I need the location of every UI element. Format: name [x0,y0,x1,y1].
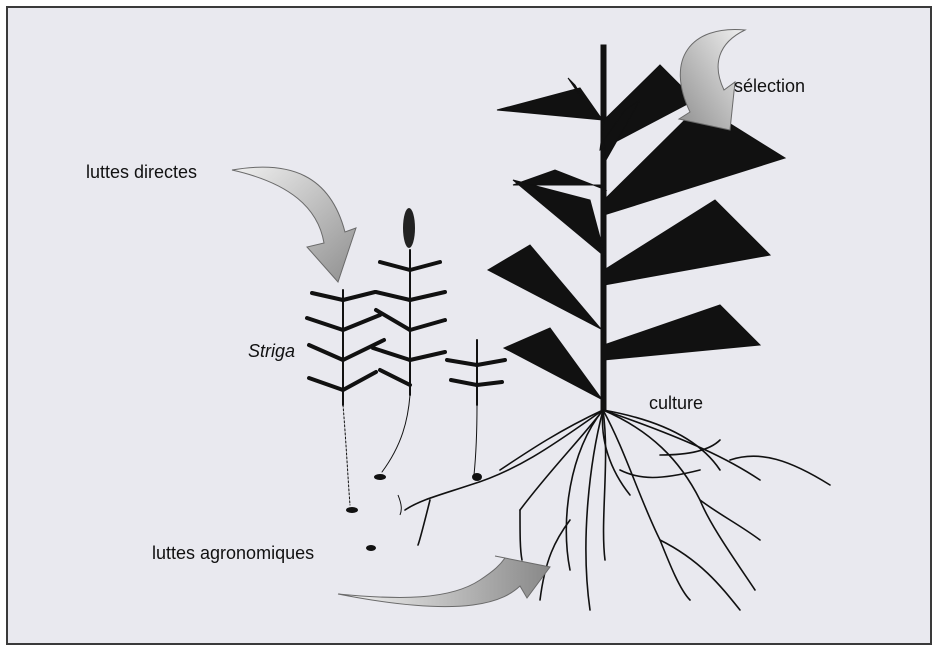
striga-flower-spike [403,208,415,248]
striga-plants [307,250,505,505]
luttes-agronomiques-label: luttes agronomiques [152,543,314,564]
luttes-directes-label: luttes directes [86,162,197,183]
culture-label: culture [649,393,703,414]
crop-leaf [497,88,606,125]
crop-roots [405,410,830,610]
luttes-agronomiques-arrow [338,556,550,607]
crop-plant [488,45,785,410]
crop-leaf [488,245,606,335]
crop-leaf [504,328,606,405]
selection-label: sélection [734,76,805,97]
striga-label: Striga [248,341,295,362]
crop-leaf [604,200,770,285]
striga-seeds [346,473,482,551]
luttes-directes-arrow [232,167,356,282]
crop-leaf [604,305,760,360]
